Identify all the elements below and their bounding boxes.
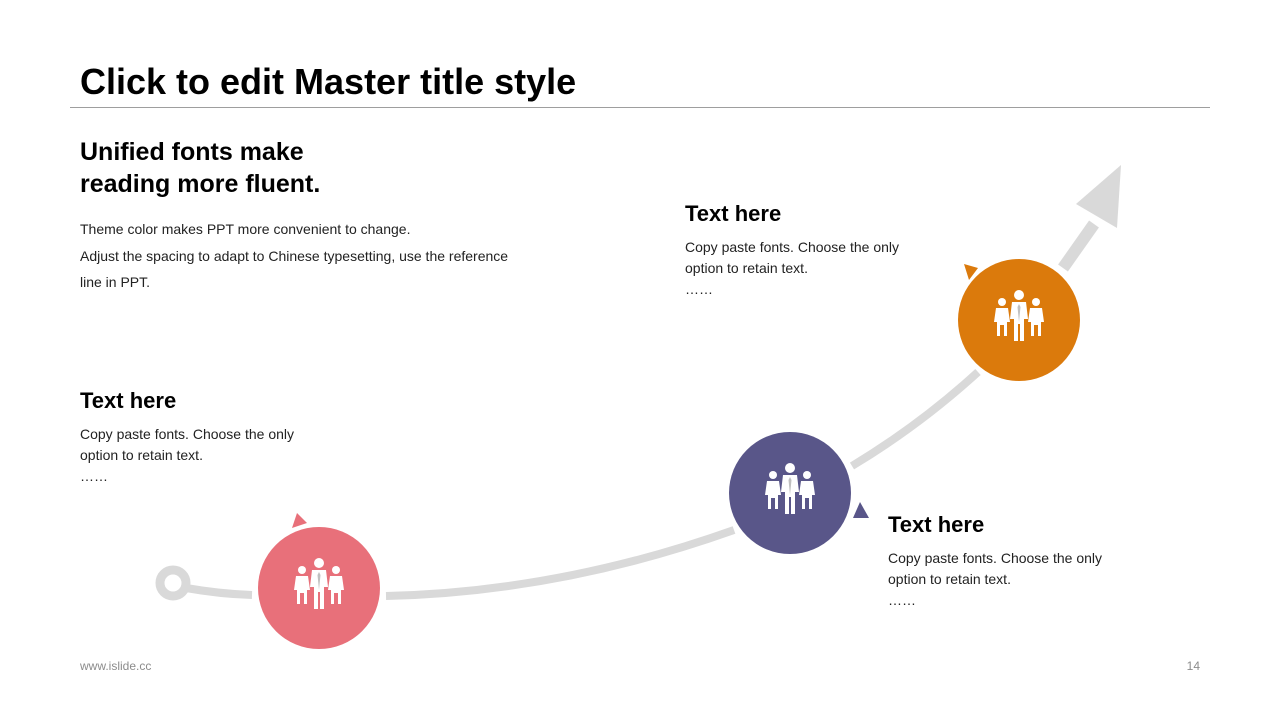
intro-body-line: Adjust the spacing to adapt to Chinese t… [80, 247, 509, 264]
block-body-line: Copy paste fonts. Choose the only [888, 550, 1103, 566]
path-segment [849, 369, 981, 470]
arrow-head-icon [1076, 165, 1121, 228]
text-block-2: Text here Copy paste fonts. Choose the o… [685, 200, 965, 300]
intro-body: Theme color makes PPT more convenient to… [80, 216, 540, 296]
block-body-line: …… [888, 592, 916, 608]
milestone-node-1 [258, 527, 380, 649]
page-number: 14 [1186, 659, 1200, 673]
intro-heading: Unified fonts make reading more fluent. [80, 136, 320, 200]
title-divider [70, 107, 1210, 108]
block-body-line: option to retain text. [685, 260, 808, 276]
intro-body-line: Theme color makes PPT more convenient to… [80, 221, 411, 237]
intro-heading-line: reading more fluent. [80, 170, 321, 198]
block-body-line: Copy paste fonts. Choose the only [685, 239, 900, 255]
block-title: Text here [685, 201, 782, 226]
start-node-ring [155, 565, 191, 601]
block-body: Copy paste fonts. Choose the only option… [80, 424, 360, 487]
block-body-line: option to retain text. [80, 447, 203, 463]
pointer-triangle-icon [964, 264, 978, 280]
block-body: Copy paste fonts. Choose the only option… [685, 237, 965, 300]
path-segment [185, 584, 253, 599]
intro-body-line: line in PPT. [80, 274, 151, 290]
block-body-line: …… [80, 468, 108, 484]
footer-url: www.islide.cc [80, 659, 152, 673]
block-body-line: option to retain text. [888, 571, 1011, 587]
path-segment [1058, 220, 1099, 272]
milestone-node-3 [958, 259, 1080, 381]
block-title: Text here [888, 512, 985, 537]
intro-heading-line: Unified fonts make [80, 138, 304, 166]
block-title: Text here [80, 388, 177, 413]
text-block-3: Text here Copy paste fonts. Choose the o… [888, 511, 1168, 611]
block-body-line: …… [685, 281, 713, 297]
milestone-node-2 [729, 432, 851, 554]
pointer-triangle-icon [292, 513, 307, 528]
block-body: Copy paste fonts. Choose the only option… [888, 548, 1168, 611]
slide-title: Click to edit Master title style [80, 61, 577, 102]
block-body-line: Copy paste fonts. Choose the only [80, 426, 295, 442]
pointer-triangle-icon [853, 502, 869, 518]
path-segment [385, 526, 736, 600]
text-block-1: Text here Copy paste fonts. Choose the o… [80, 387, 360, 487]
